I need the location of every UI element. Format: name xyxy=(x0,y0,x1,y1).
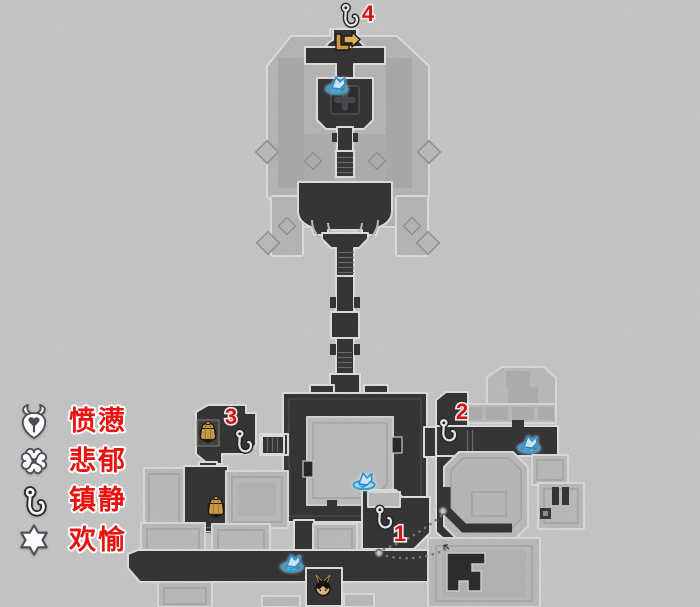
fishhook-icon xyxy=(16,483,52,519)
legend: 愤懑 悲郁 镇静 欢愉 xyxy=(16,402,127,560)
legend-label: 欢愉 xyxy=(69,524,127,555)
clover-icon xyxy=(20,448,48,475)
legend-label: 悲郁 xyxy=(69,445,127,476)
mask-icon xyxy=(21,403,47,439)
marker-number-3: 3 xyxy=(225,404,237,429)
trail-node xyxy=(438,506,448,516)
marker-number-4: 4 xyxy=(362,1,375,26)
legend-item-indignation: 愤懑 xyxy=(16,402,127,442)
legend-label: 镇静 xyxy=(69,485,127,516)
star-icon xyxy=(20,524,48,556)
legend-item-melancholy: 悲郁 xyxy=(16,442,127,482)
legend-item-calm: 镇静 xyxy=(16,481,127,521)
legend-item-joy: 欢愉 xyxy=(16,521,127,561)
marker-number-2: 2 xyxy=(456,399,468,424)
legend-label: 愤懑 xyxy=(69,406,127,437)
marker-number-1: 1 xyxy=(394,521,406,546)
upper-hall xyxy=(254,28,442,283)
trail-node xyxy=(374,548,384,558)
